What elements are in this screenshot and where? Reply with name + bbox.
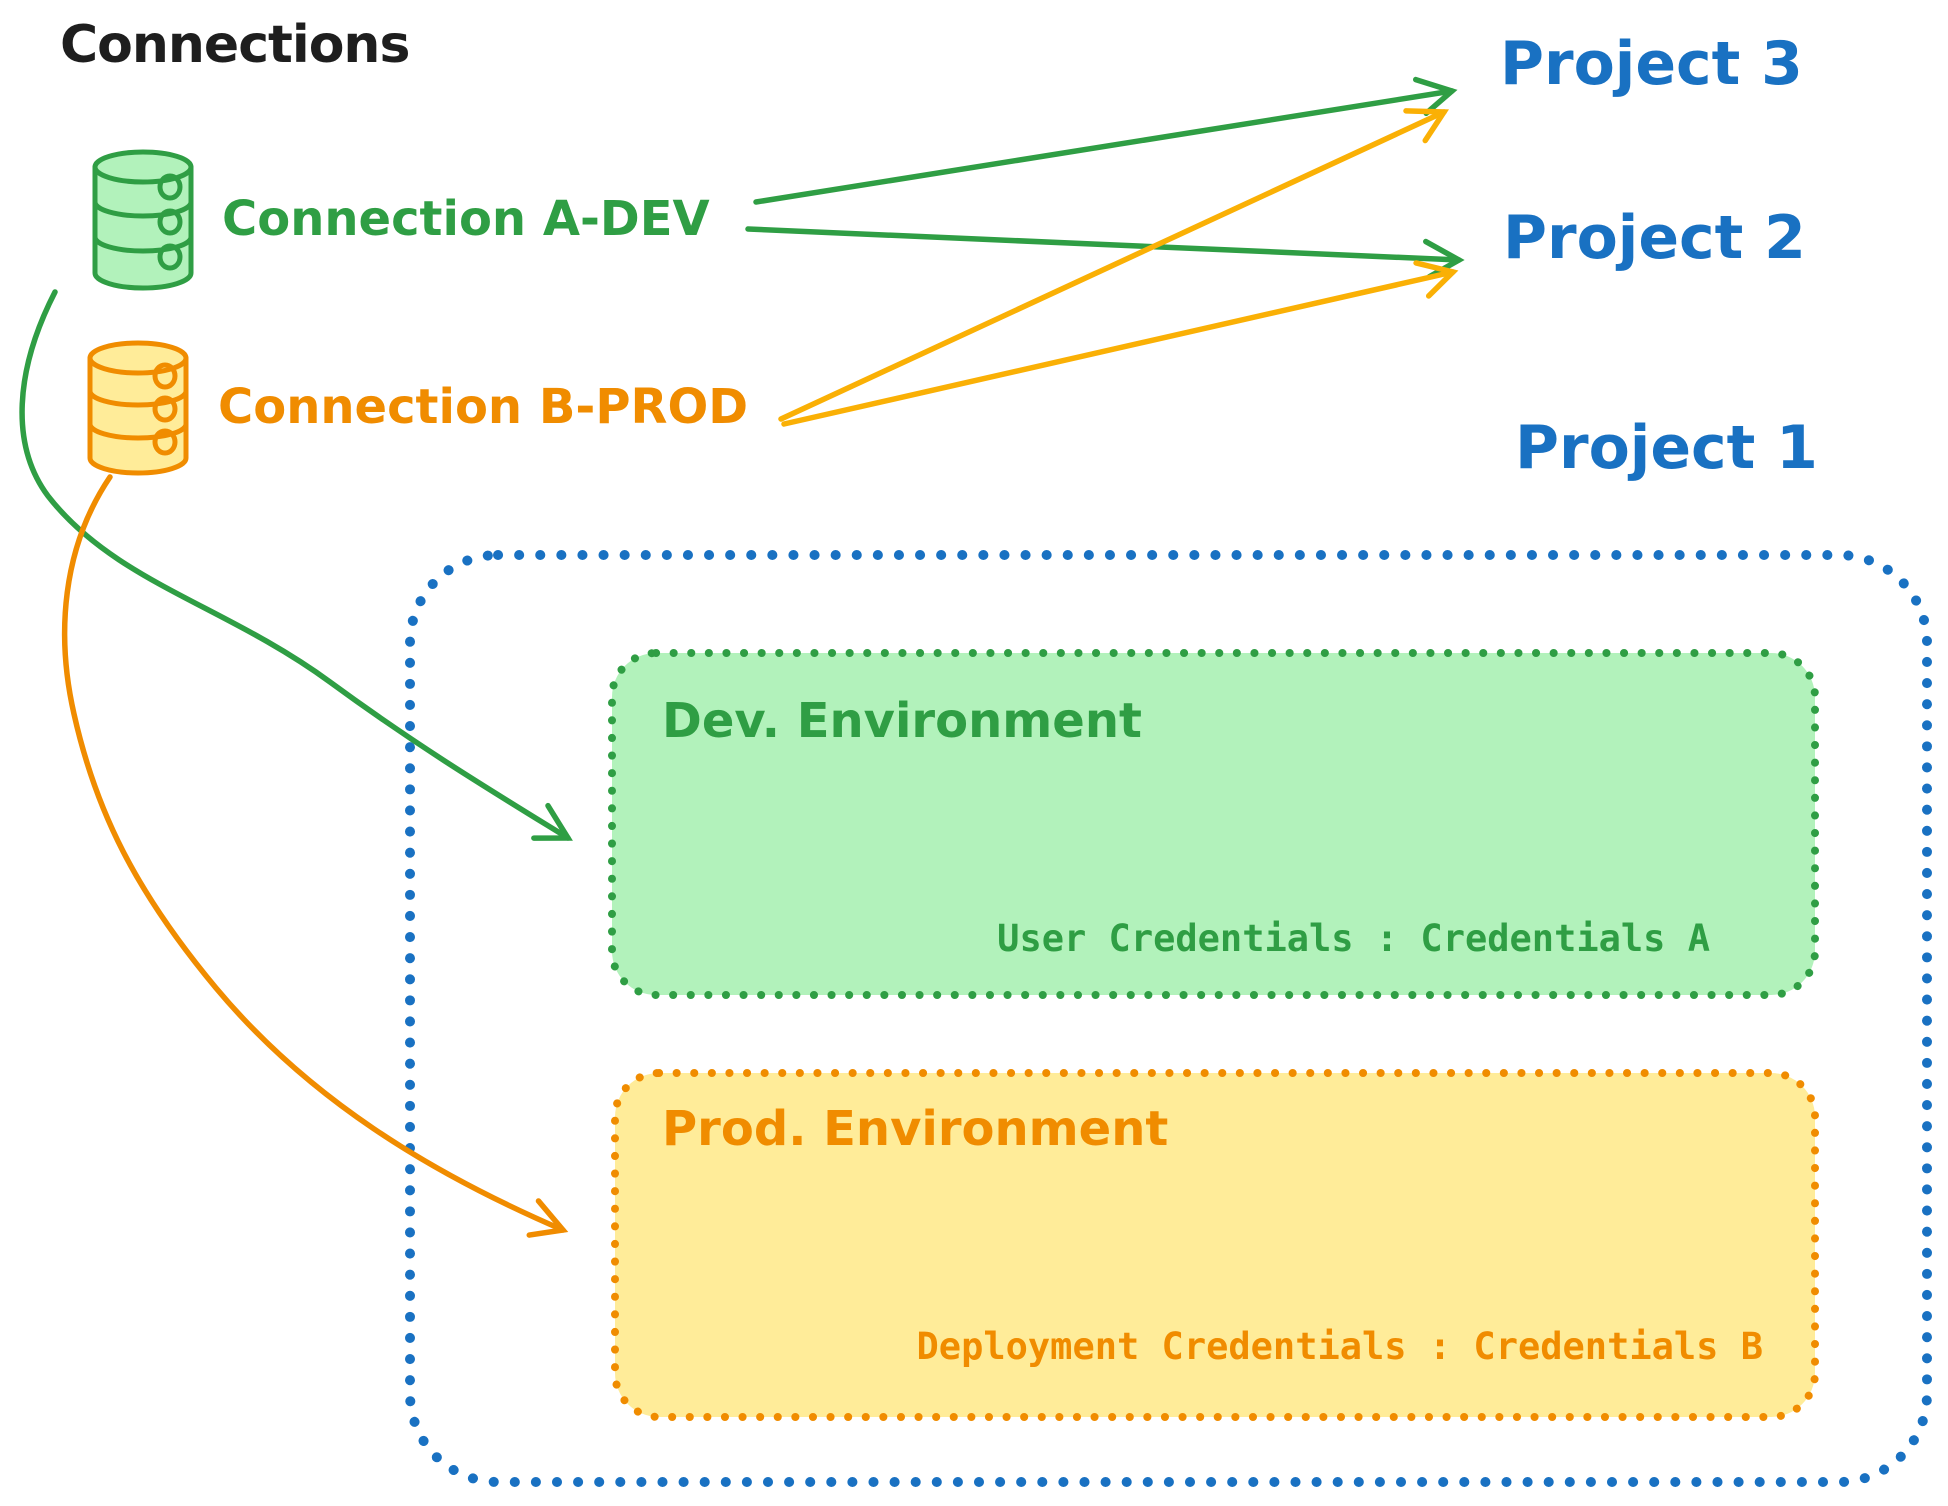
arrow-adev-to-project3 bbox=[753, 76, 1458, 205]
prod-credentials-text: Deployment Credentials : Credentials B bbox=[916, 1325, 1763, 1368]
connection-a-dev-label: Connection A-DEV bbox=[222, 191, 710, 247]
prod-environment-box bbox=[611, 1069, 1819, 1421]
arrow-adev-to-devenv bbox=[19, 289, 573, 841]
dev-environment-box bbox=[608, 649, 1819, 999]
project-3-label: Project 3 bbox=[1500, 29, 1803, 99]
project1-container-box bbox=[405, 550, 1932, 1487]
dev-credentials-text: User Credentials : Credentials A bbox=[997, 917, 1710, 960]
project-1-label: Project 1 bbox=[1515, 413, 1818, 483]
connection-b-prod-label: Connection B-PROD bbox=[218, 379, 749, 435]
database-icon-dev bbox=[92, 149, 194, 291]
arrow-bprod-to-project3 bbox=[778, 108, 1450, 422]
arrow-bprod-to-prodenv bbox=[61, 474, 569, 1238]
arrow-bprod-to-project2 bbox=[781, 260, 1459, 427]
database-icon-prod bbox=[87, 340, 189, 476]
prod-environment-title: Prod. Environment bbox=[662, 1101, 1169, 1157]
project-2-label: Project 2 bbox=[1503, 203, 1806, 273]
dev-environment-title: Dev. Environment bbox=[662, 693, 1142, 749]
arrow-adev-to-project2 bbox=[745, 226, 1465, 280]
page-title: Connections bbox=[60, 15, 410, 75]
